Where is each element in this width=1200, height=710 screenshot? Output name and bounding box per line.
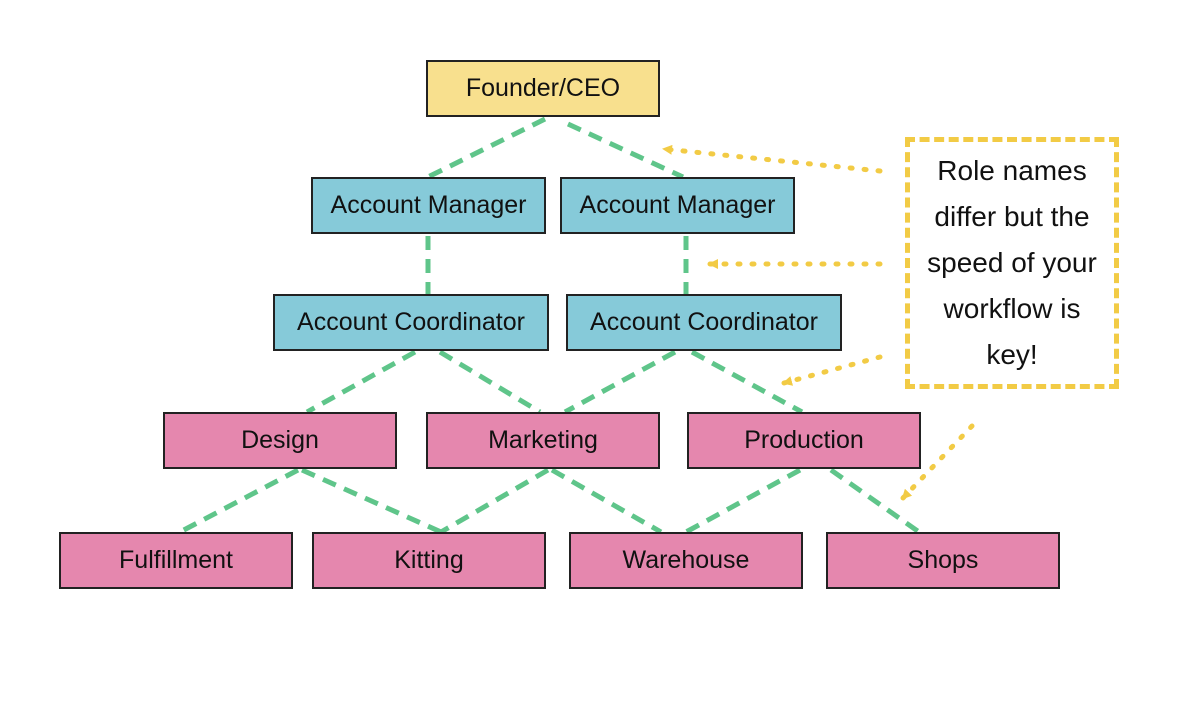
- node-shops: Shops: [826, 532, 1060, 589]
- node-account-coordinator-left: Account Coordinator: [273, 294, 549, 351]
- connector-design-fulfillment: [178, 467, 300, 535]
- callout-text: Role names differ but the speed of your …: [927, 155, 1097, 370]
- callout-arrow-managers: [661, 144, 883, 174]
- connector-marketing-kitting: [439, 467, 550, 535]
- node-fulfillment: Fulfillment: [59, 532, 293, 589]
- callout-arrow-departments: [781, 354, 883, 386]
- node-kitting: Kitting: [312, 532, 546, 589]
- node-account-manager-right: Account Manager: [560, 177, 795, 234]
- connector-design-kitting: [300, 467, 443, 535]
- node-production: Production: [687, 412, 921, 469]
- node-design: Design: [163, 412, 397, 469]
- connector-ac1-marketing: [438, 349, 542, 415]
- node-account-manager-left: Account Manager: [311, 177, 546, 234]
- connector-production-shops: [829, 467, 921, 535]
- connector-ac2-production: [690, 349, 804, 415]
- connector-ac1-design: [305, 349, 417, 415]
- node-marketing: Marketing: [426, 412, 660, 469]
- callout-note: Role names differ but the speed of your …: [905, 137, 1119, 389]
- connector-ceo-am2: [566, 121, 685, 180]
- connector-ceo-am1: [426, 116, 547, 180]
- connector-marketing-warehouse: [550, 467, 663, 535]
- connector-ac2-marketing: [563, 349, 677, 415]
- node-account-coordinator-right: Account Coordinator: [566, 294, 842, 351]
- connector-production-warehouse: [684, 467, 802, 535]
- callout-arrow-locations: [900, 423, 975, 501]
- node-warehouse: Warehouse: [569, 532, 803, 589]
- node-founder-ceo: Founder/CEO: [426, 60, 660, 117]
